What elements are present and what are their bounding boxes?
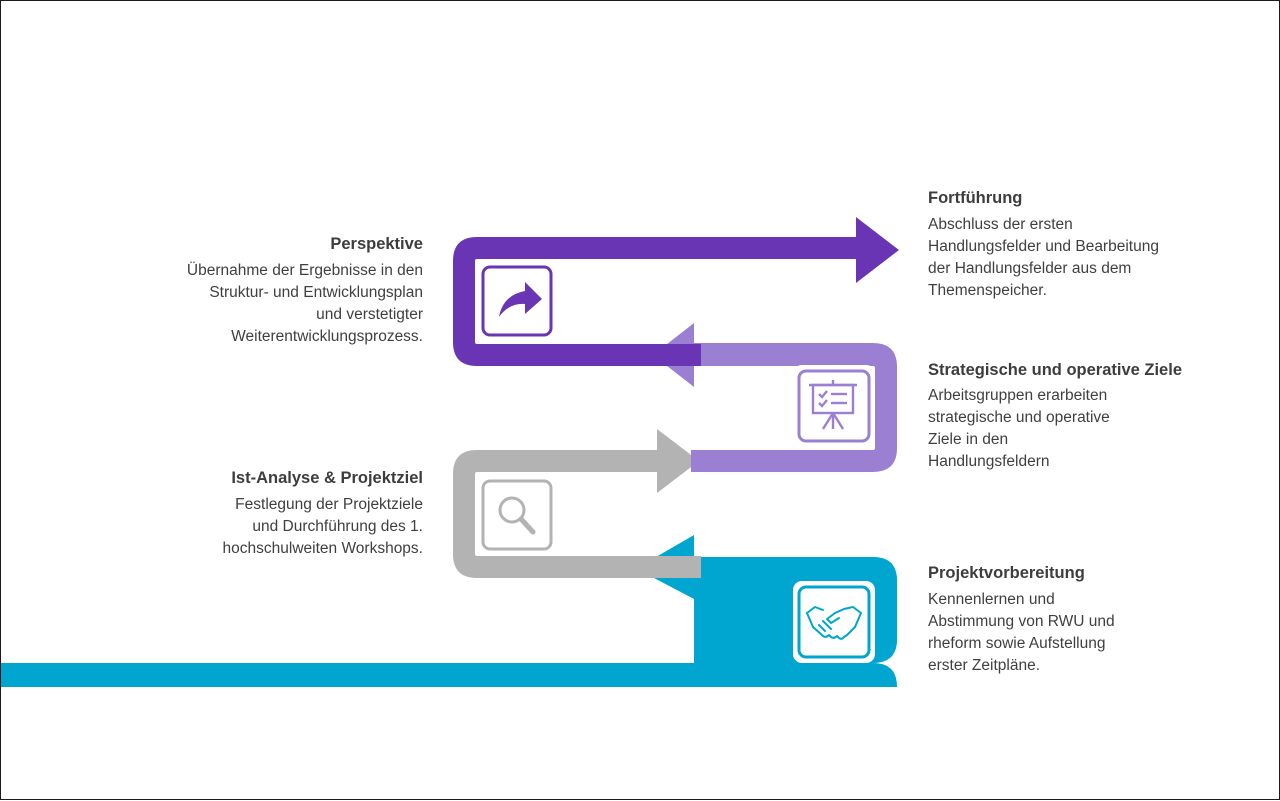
step-projektvorbereitung: Projektvorbereitung Kennenlernen und Abs… <box>928 562 1208 677</box>
presentation-board-icon <box>809 380 857 430</box>
handshake-icon <box>806 606 862 640</box>
step-description: Abschluss der ersten Handlungsfelder und… <box>928 216 1159 299</box>
perspektive-icon-tile <box>477 261 557 341</box>
light-purple-band <box>653 323 897 472</box>
dark-purple-track <box>453 217 899 366</box>
step-description: Arbeitsgruppen erarbeiten strategische u… <box>928 387 1110 470</box>
step-perspektive: Perspektive Übernahme der Ergebnisse in … <box>153 233 423 348</box>
step-description: Übernahme der Ergebnisse in den Struktur… <box>186 262 423 345</box>
gray-band <box>453 429 701 578</box>
projektvorbereitung-icon-tile <box>793 581 875 663</box>
strategische-ziele-icon-tile <box>793 365 875 447</box>
step-title: Projektvorbereitung <box>928 564 1085 582</box>
step-fortfuehrung: Fortführung Abschluss der ersten Handlun… <box>928 187 1208 302</box>
step-strategische-ziele: Strategische und operative Ziele Arbeits… <box>928 359 1228 473</box>
gray-track <box>453 429 701 578</box>
dark-purple-band <box>453 217 899 366</box>
step-title: Fortführung <box>928 189 1023 207</box>
light-purple-track <box>653 323 897 472</box>
step-title: Ist-Analyse & Projektziel <box>231 469 423 487</box>
ist-analyse-icon-tile <box>477 475 557 555</box>
step-title: Perspektive <box>330 235 423 253</box>
step-description: Kennenlernen und Abstimmung von RWU und … <box>928 591 1115 674</box>
magnifier-icon <box>498 496 536 535</box>
step-description: Festlegung der Projektziele und Durchfüh… <box>222 496 423 557</box>
forward-arrow-icon <box>499 282 542 317</box>
step-title: Strategische und operative Ziele <box>928 361 1182 379</box>
step-ist-analyse: Ist-Analyse & Projektziel Festlegung der… <box>153 467 423 560</box>
cyan-band <box>1 535 897 687</box>
